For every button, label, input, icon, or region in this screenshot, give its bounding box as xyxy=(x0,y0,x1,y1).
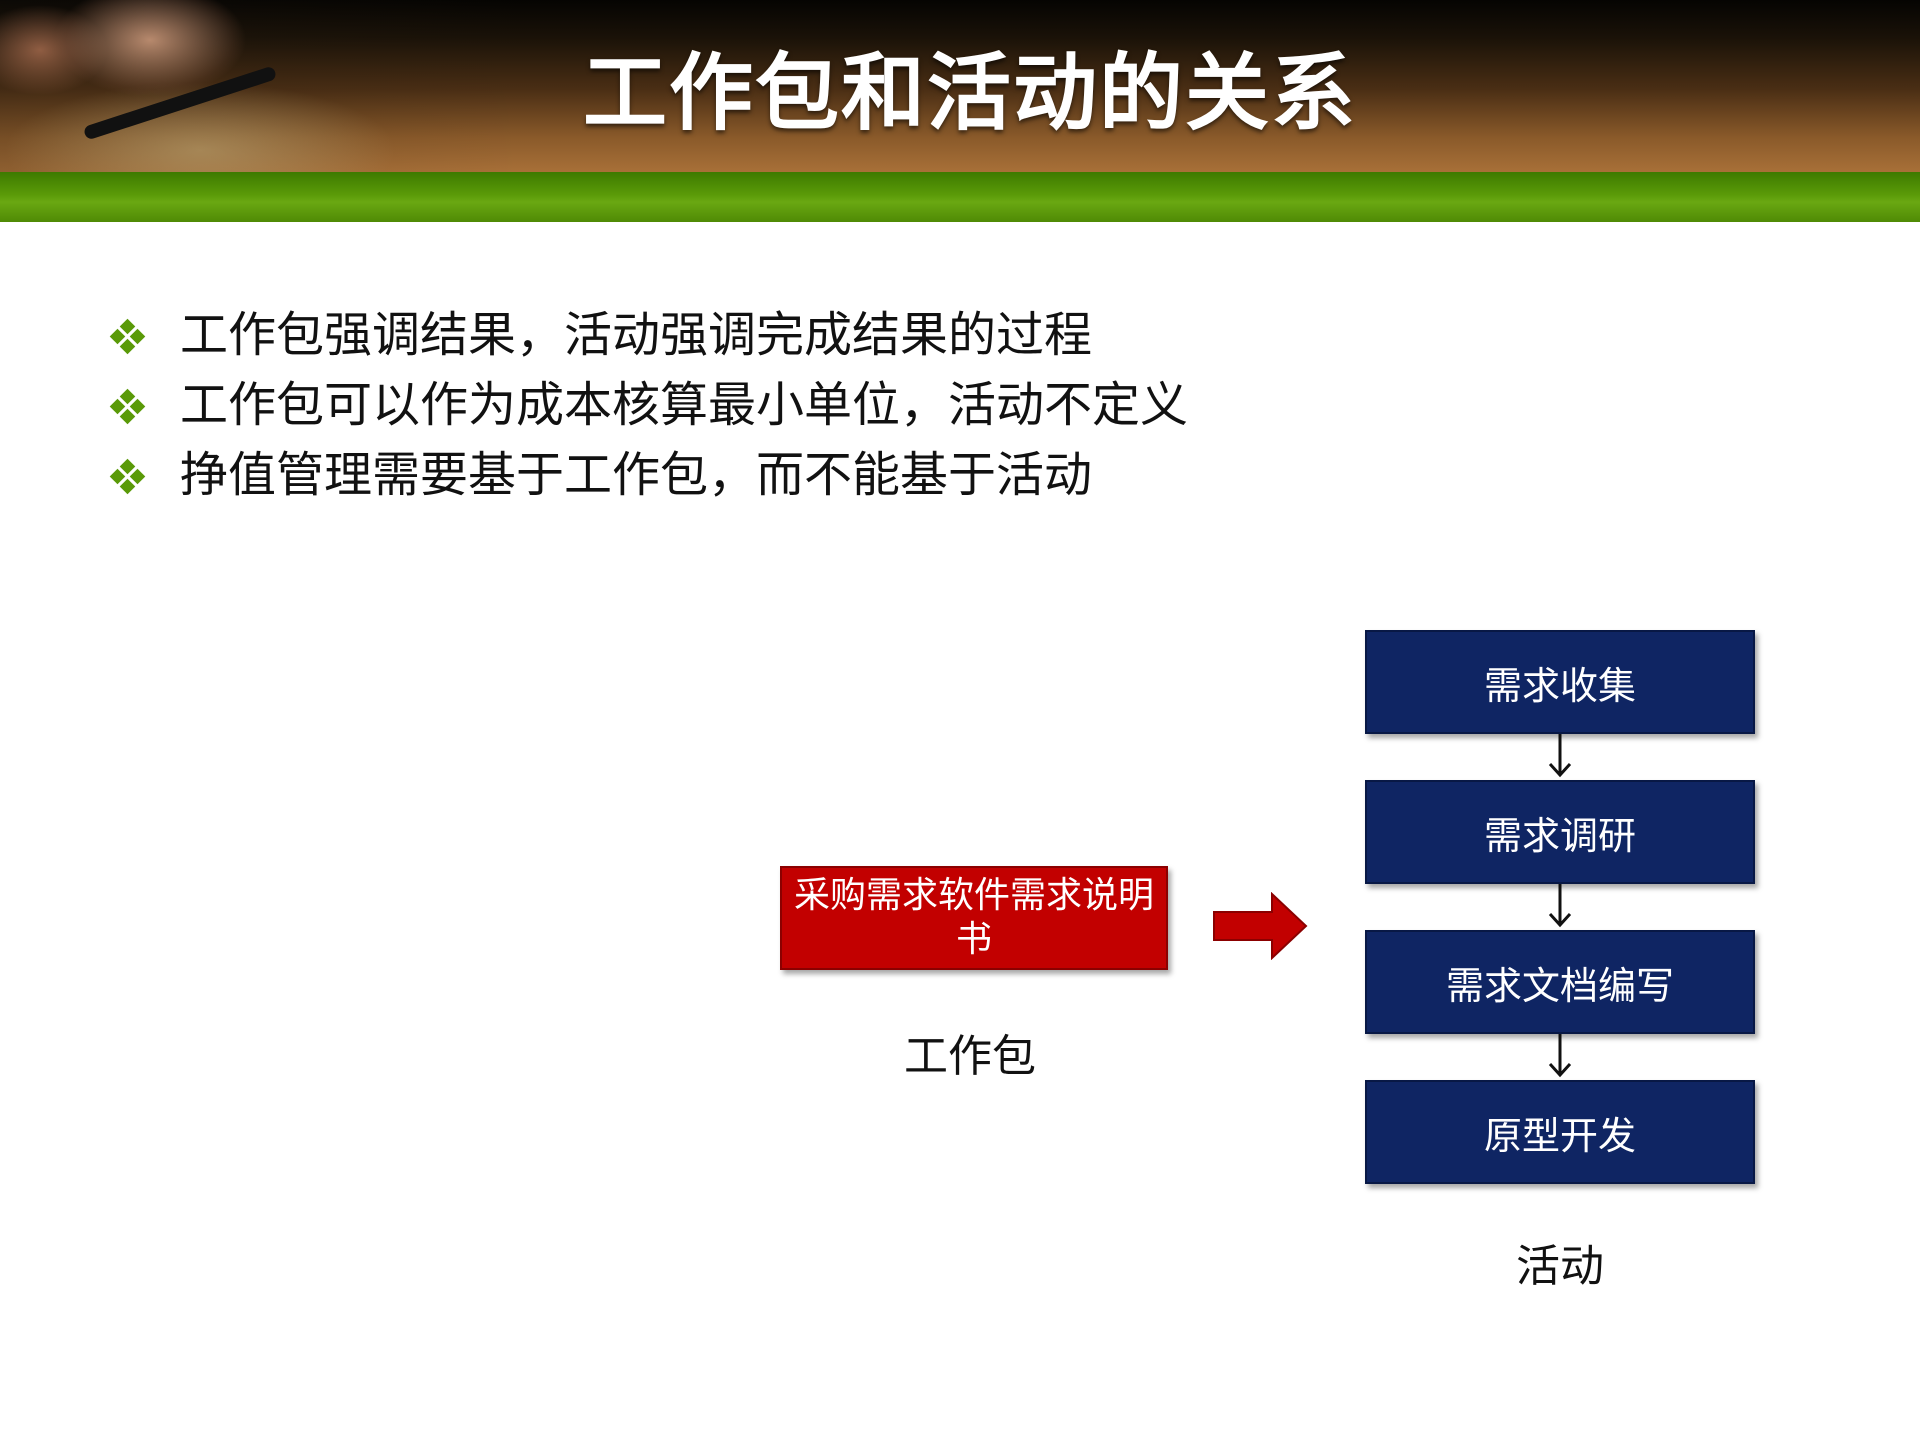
activity-box: 需求收集 xyxy=(1365,630,1755,734)
work-package-caption: 工作包 xyxy=(904,1031,1036,1082)
bullet-text: 工作包强调结果，活动强调完成结果的过程 xyxy=(180,307,1093,363)
activity-box: 原型开发 xyxy=(1365,1080,1755,1184)
activity-box: 需求调研 xyxy=(1365,780,1755,884)
diamond-bullet-icon xyxy=(109,388,146,425)
down-arrow-icon xyxy=(1548,734,1572,778)
bullet-text: 工作包可以作为成本核算最小单位，活动不定义 xyxy=(180,377,1189,433)
page-title: 工作包和活动的关系 xyxy=(582,44,1357,142)
activity-box: 需求文档编写 xyxy=(1365,930,1755,1034)
diamond-bullet-icon xyxy=(109,318,146,355)
down-arrow-icon xyxy=(1548,884,1572,928)
work-package-box: 采购需求软件需求说明书 xyxy=(780,866,1168,970)
bullet-text: 挣值管理需要基于工作包，而不能基于活动 xyxy=(180,447,1093,503)
right-arrow-icon xyxy=(1213,892,1308,960)
diamond-bullet-icon xyxy=(109,458,146,495)
activities-caption: 活动 xyxy=(1516,1241,1604,1292)
header-green-band xyxy=(0,172,1920,222)
header-photo xyxy=(0,0,520,172)
slide-header: 工作包和活动的关系 xyxy=(0,0,1920,172)
pen-image xyxy=(82,65,278,141)
down-arrow-icon xyxy=(1548,1034,1572,1078)
